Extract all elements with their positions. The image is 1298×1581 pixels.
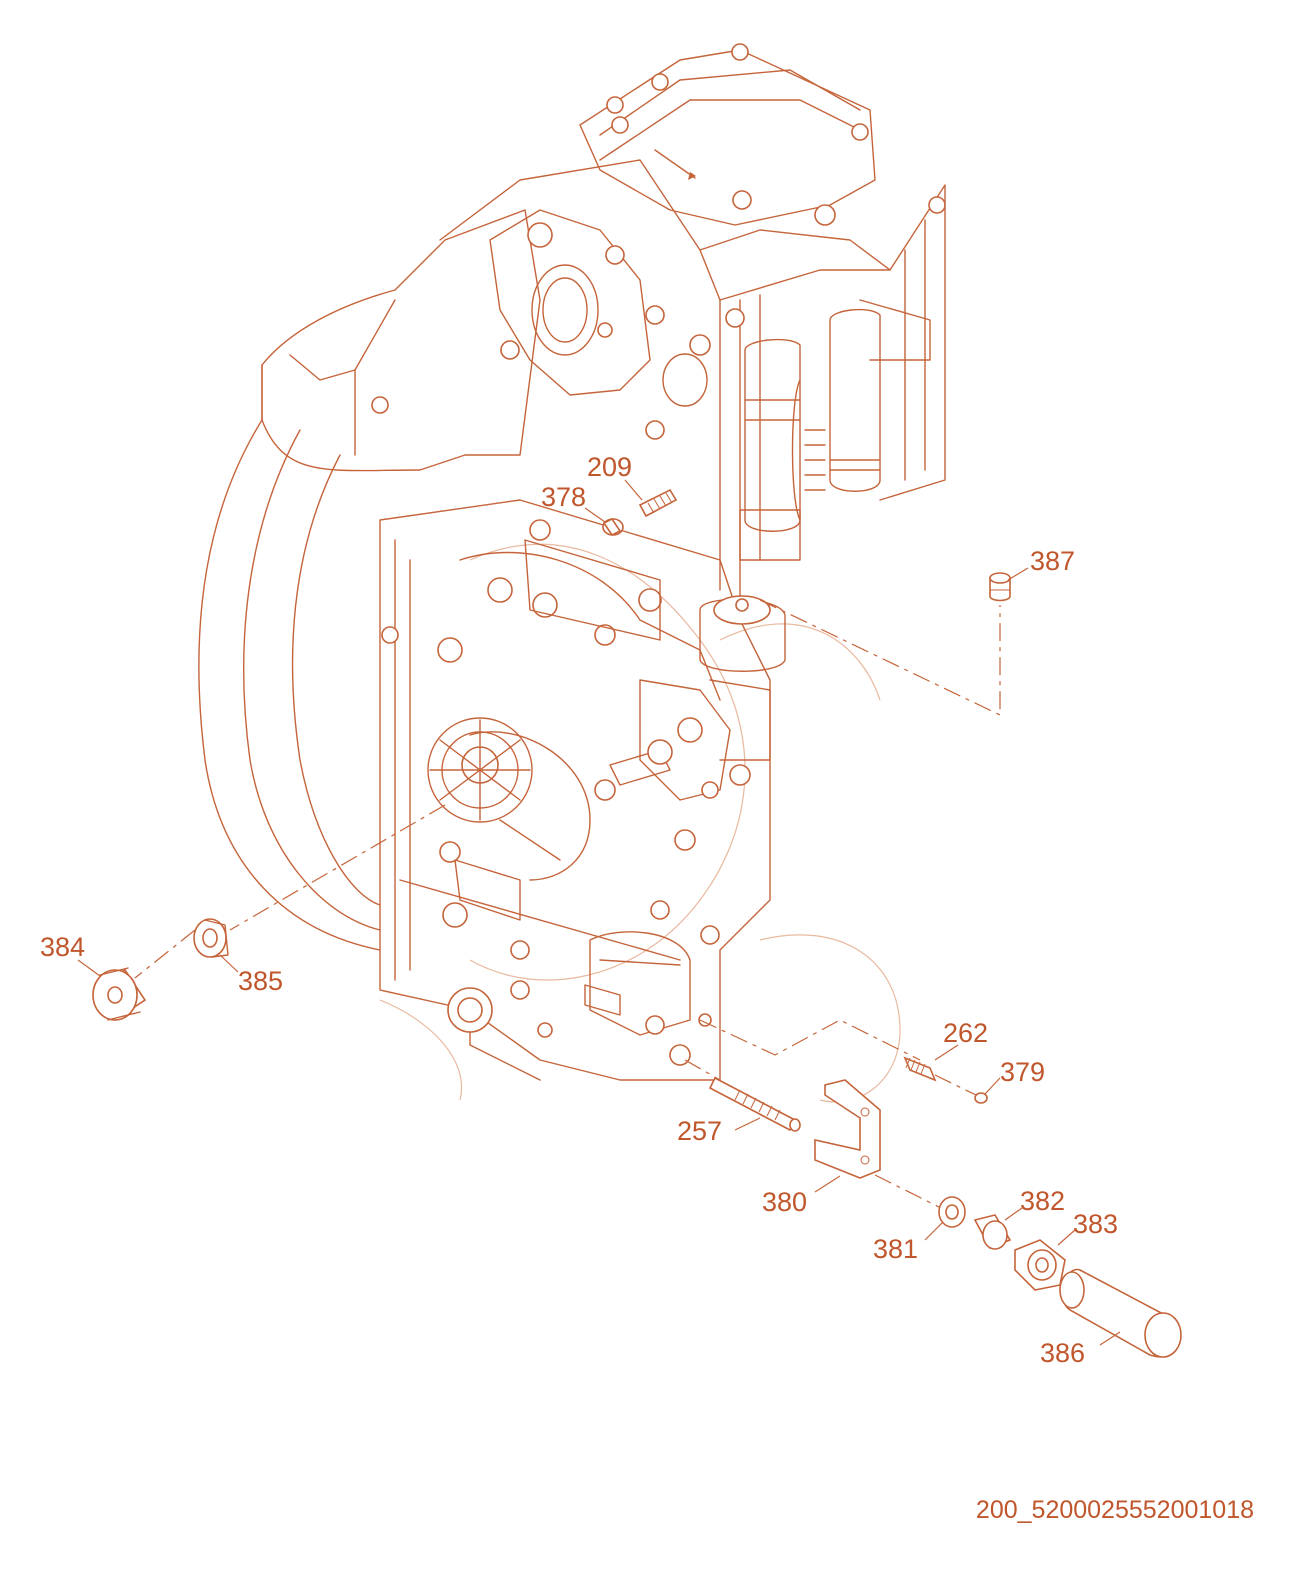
callout-labels: 209 378 387 384 385 262 379 257 380 382 …: [40, 452, 1118, 1368]
part-380: [814, 1079, 881, 1179]
part-384: [92, 967, 147, 1022]
part-209: [638, 488, 678, 518]
part-387: [989, 572, 1011, 602]
part-383: [1014, 1239, 1066, 1291]
part-378: [602, 517, 624, 537]
callout-385: 385: [238, 966, 283, 996]
part-262: [903, 1056, 937, 1082]
parts: [92, 488, 1182, 1358]
callout-262: 262: [943, 1018, 988, 1048]
callout-382: 382: [1020, 1186, 1065, 1216]
callout-387: 387: [1030, 546, 1075, 576]
leader-lines: [77, 479, 1121, 1346]
callout-380: 380: [762, 1187, 807, 1217]
callout-257: 257: [677, 1116, 722, 1146]
engine-block: [198, 43, 946, 1081]
callout-209: 209: [587, 452, 632, 482]
callout-384: 384: [40, 932, 85, 962]
callout-381: 381: [873, 1234, 918, 1264]
part-381: [938, 1196, 966, 1228]
callout-379: 379: [1000, 1057, 1045, 1087]
assembly-lines: [134, 599, 1001, 1211]
callout-386: 386: [1040, 1338, 1085, 1368]
part-382: [973, 1214, 1012, 1250]
callout-383: 383: [1073, 1209, 1118, 1239]
drawing-code: 200_5200025552001018: [975, 1496, 1254, 1524]
callout-378: 378: [541, 482, 586, 512]
part-257: [708, 1076, 801, 1132]
part-385: [193, 918, 229, 958]
part-379: [974, 1092, 988, 1104]
part-386: [1059, 1268, 1182, 1358]
